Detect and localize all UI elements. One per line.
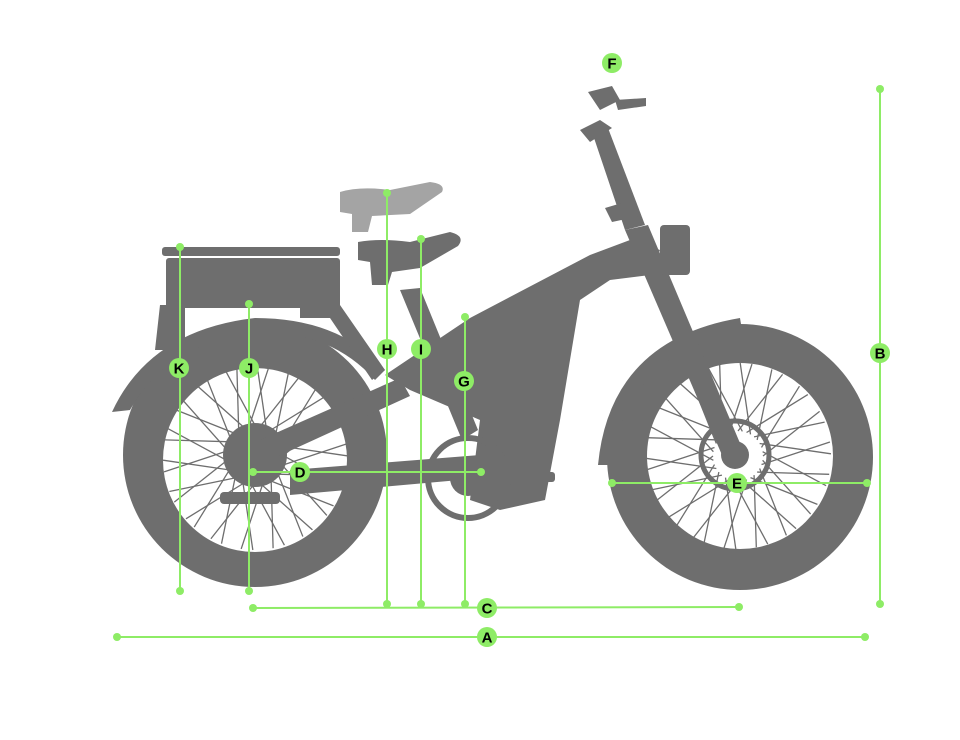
wheel-spoke <box>245 366 270 435</box>
wheel-spoke <box>173 457 231 503</box>
svg-text:I: I <box>419 342 423 359</box>
wheel-spoke <box>254 376 300 434</box>
label-d: D <box>290 462 310 482</box>
wheel-spoke <box>236 367 240 439</box>
front-fork <box>625 225 745 462</box>
bike-silhouette <box>112 86 873 590</box>
wheel-spoke <box>206 379 234 446</box>
label-b: B <box>870 343 890 363</box>
label-a: A <box>477 627 497 647</box>
svg-text:D: D <box>295 465 306 482</box>
wheel-spoke <box>225 370 260 434</box>
wheel-spoke <box>761 441 831 466</box>
label-k: K <box>169 358 189 378</box>
svg-text:E: E <box>732 476 742 493</box>
wheel-spoke <box>193 466 233 528</box>
front-fender <box>598 318 742 465</box>
wheel-spoke <box>753 475 757 548</box>
svg-text:A: A <box>482 630 493 647</box>
wheel-spoke <box>163 448 232 473</box>
wheel-spoke <box>185 480 247 520</box>
wheel-spoke <box>197 385 252 434</box>
wheel-spoke <box>164 439 236 443</box>
wheel-spoke <box>167 428 231 463</box>
wheel-spoke <box>278 443 347 468</box>
wheel-spoke <box>757 471 830 475</box>
wheel-spoke <box>759 442 832 455</box>
label-c: C <box>477 598 497 618</box>
wheel-spoke <box>241 479 254 551</box>
wheel-spoke <box>263 396 325 436</box>
wheel-spoke <box>741 480 797 530</box>
label-g: G <box>454 371 474 391</box>
chainring <box>425 435 511 521</box>
raised-seat <box>340 182 443 232</box>
wheel-spoke <box>762 459 812 515</box>
wheel-spoke <box>273 372 290 443</box>
wheel-spoke <box>276 470 304 537</box>
wheel-spoke <box>182 400 231 455</box>
label-e: E <box>727 473 747 493</box>
svg-text:B: B <box>875 346 886 363</box>
svg-text:K: K <box>174 361 185 378</box>
wheel-spoke <box>256 365 269 437</box>
wheel-spoke <box>176 409 243 437</box>
wheel-spoke <box>760 385 800 448</box>
svg-text:G: G <box>458 374 470 391</box>
wheel-spoke <box>753 421 825 438</box>
seat <box>358 232 461 285</box>
wheel-spoke <box>762 451 827 487</box>
wheel-spoke <box>220 473 237 544</box>
wheel-spoke <box>162 459 234 472</box>
headlight <box>660 225 690 275</box>
rear-rack-battery <box>166 258 340 308</box>
label-i: I <box>411 339 431 359</box>
svg-text:F: F <box>607 56 616 73</box>
main-frame <box>385 240 660 510</box>
wheel-spoke <box>258 482 313 531</box>
wheel-spoke <box>762 410 821 457</box>
svg-text:C: C <box>482 601 493 618</box>
wheel-spoke <box>759 468 787 536</box>
label-j: J <box>239 358 259 378</box>
svg-text:J: J <box>245 361 253 378</box>
label-h: H <box>377 339 397 359</box>
svg-text:H: H <box>382 342 393 359</box>
pedal <box>520 472 555 482</box>
label-f: F <box>602 53 622 73</box>
wheel-spoke <box>270 477 274 549</box>
